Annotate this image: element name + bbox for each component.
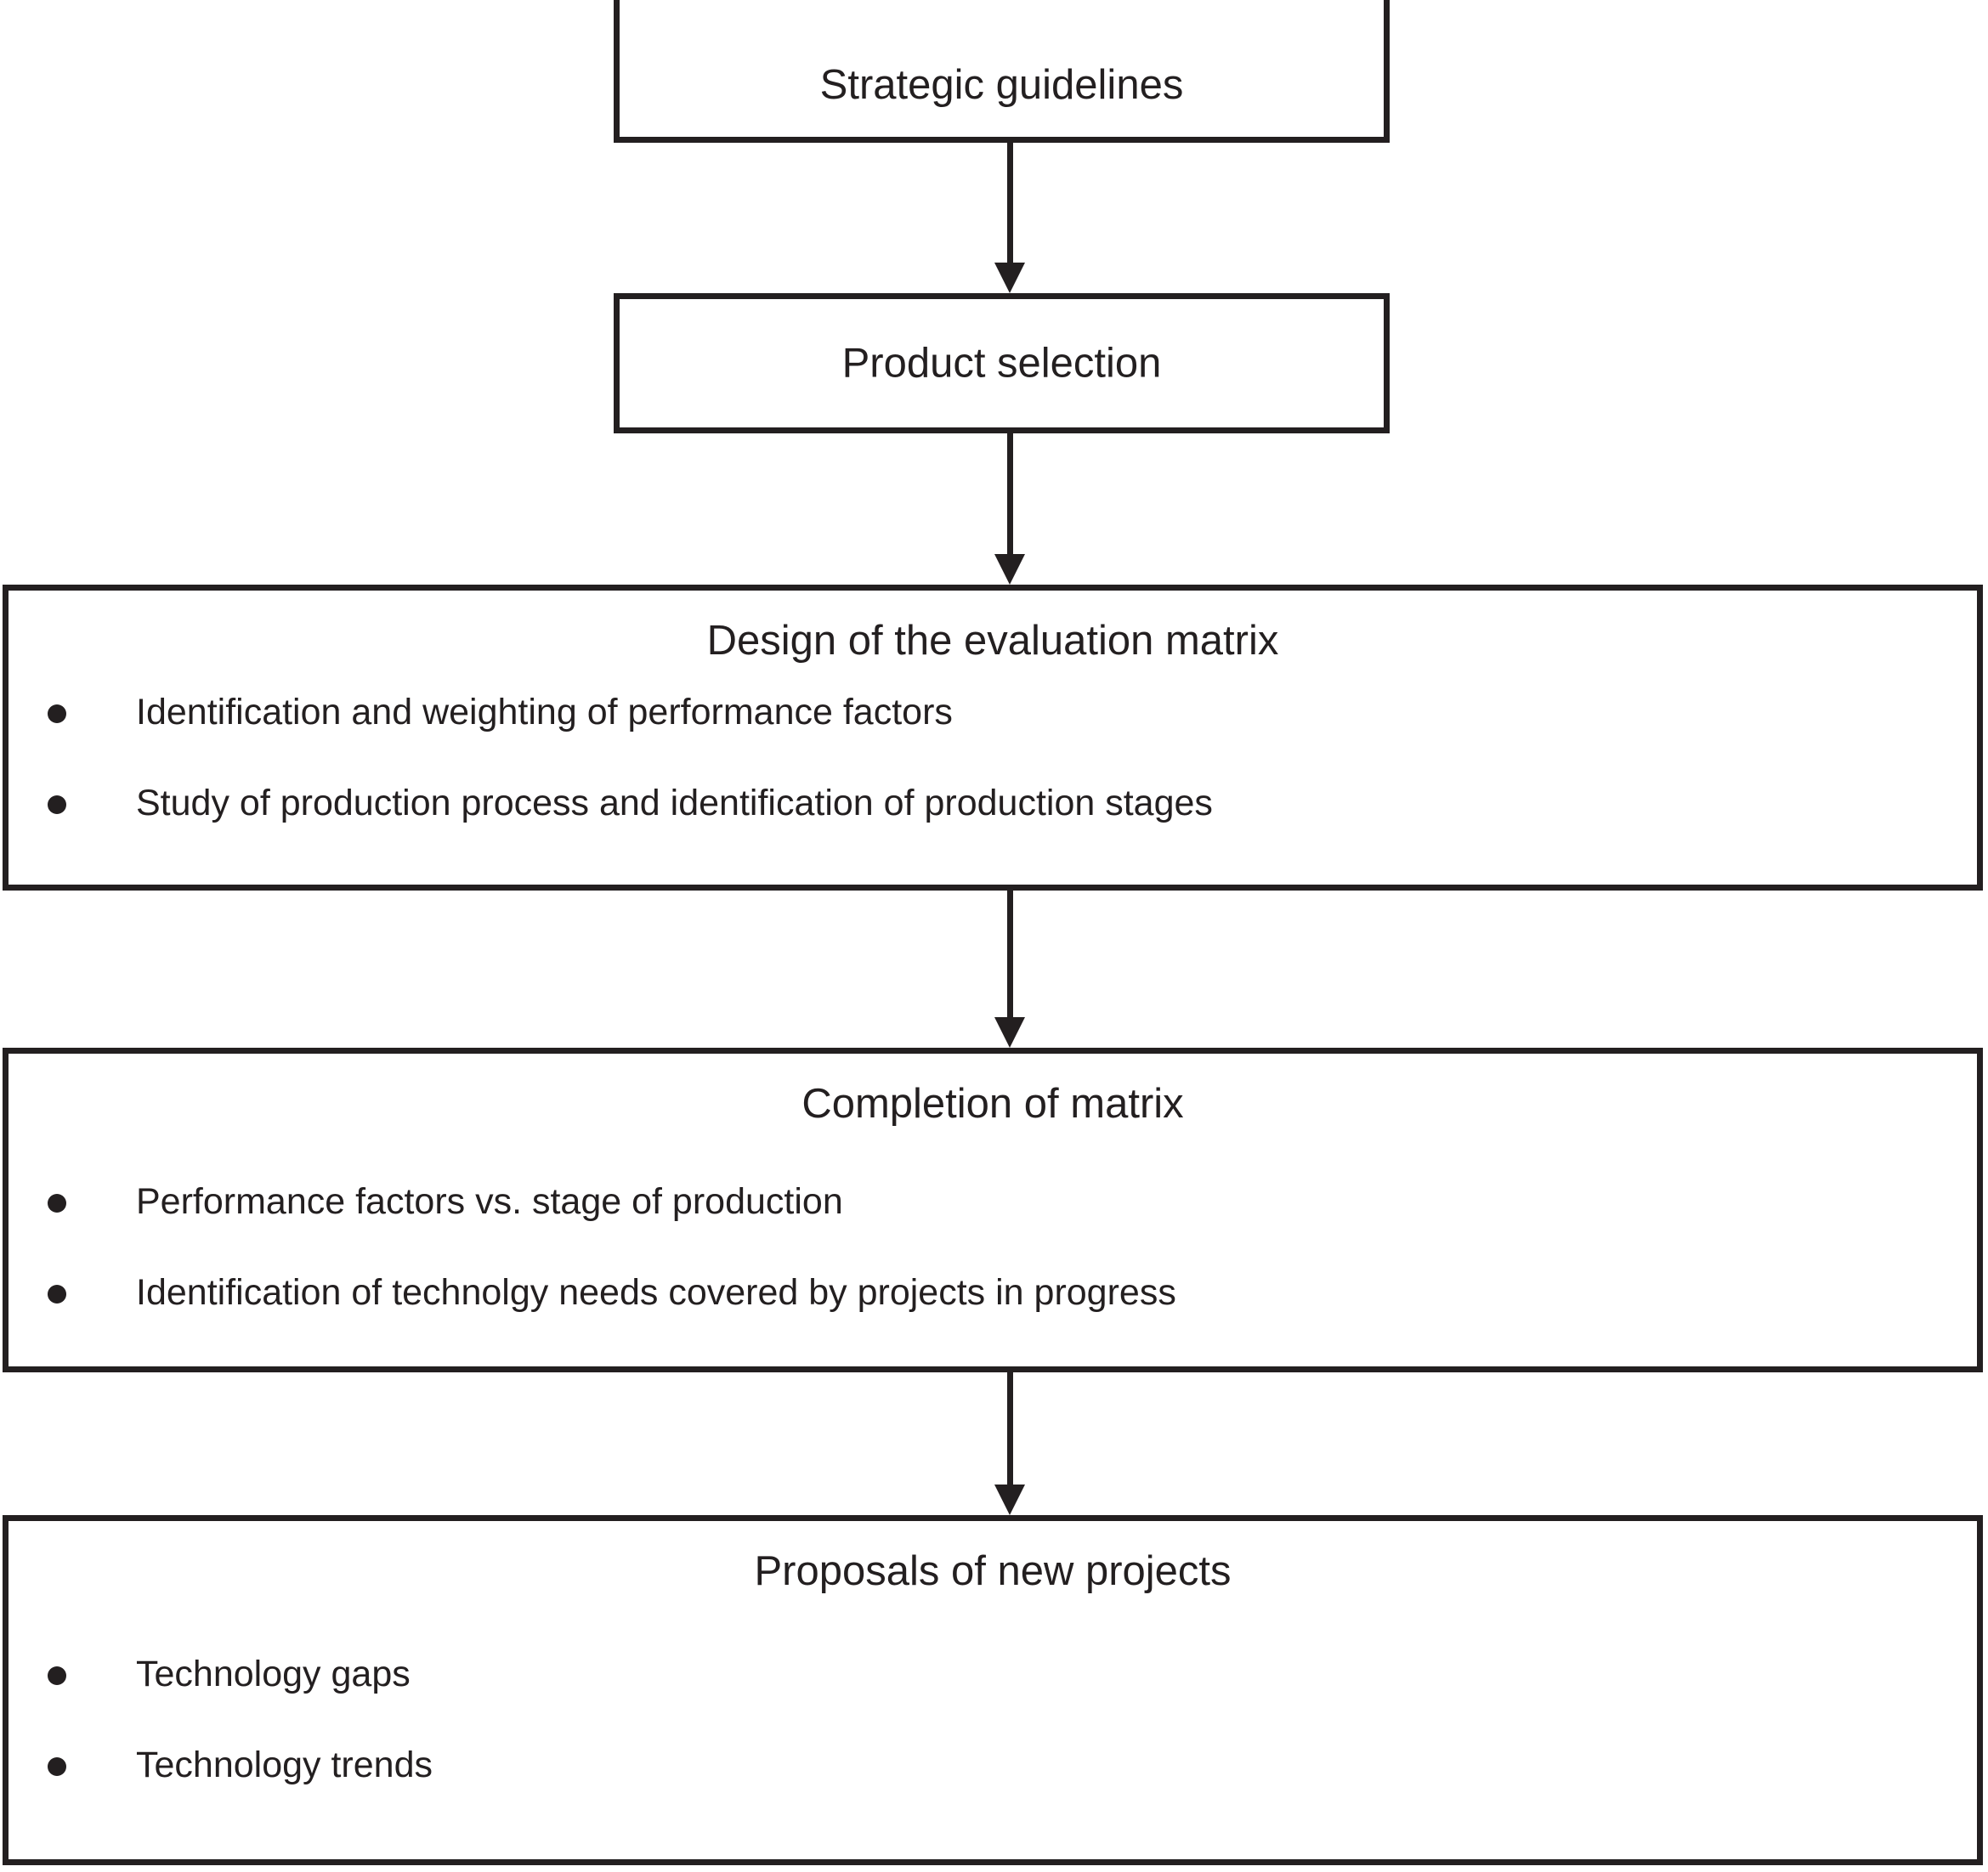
list-item-label: Identification and weighting of performa… — [136, 692, 953, 732]
bullet-dot-icon — [48, 795, 66, 814]
node-design-of-the-evaluation-matrix[interactable]: Design of the evaluation matrix Identifi… — [3, 585, 1983, 891]
list-item-label: Study of production process and identifi… — [136, 783, 1213, 823]
bullet-dot-icon — [48, 1757, 66, 1776]
node-strategic-guidelines[interactable]: Strategic guidelines — [614, 0, 1390, 143]
node-title-completion-of-matrix: Completion of matrix — [801, 1081, 1184, 1127]
arrow-shaft — [1007, 891, 1013, 1017]
bullet-dot-icon — [48, 1666, 66, 1685]
arrow-shaft — [1007, 1372, 1013, 1485]
list-item: Technology gaps — [8, 1656, 1977, 1693]
node-title-strategic-guidelines: Strategic guidelines — [819, 62, 1184, 108]
list-item-label: Technology trends — [136, 1745, 433, 1785]
list-item-label: Performance factors vs. stage of product… — [136, 1181, 843, 1222]
bullet-list-design-of-the-evaluation-matrix: Identification and weighting of performa… — [8, 694, 1977, 822]
node-proposals-of-new-projects[interactable]: Proposals of new projects Technology gap… — [3, 1515, 1983, 1865]
bullet-list-completion-of-matrix: Performance factors vs. stage of product… — [8, 1184, 1977, 1311]
connector-arrow-1 — [994, 143, 1025, 293]
list-item-label: Technology gaps — [136, 1654, 411, 1694]
down-arrow-icon — [994, 554, 1025, 585]
connector-arrow-2 — [994, 433, 1025, 585]
bullet-list-proposals-of-new-projects: Technology gaps Technology trends — [8, 1656, 1977, 1784]
arrow-shaft — [1007, 143, 1013, 263]
node-title-design-of-the-evaluation-matrix: Design of the evaluation matrix — [706, 618, 1279, 664]
down-arrow-icon — [994, 1017, 1025, 1048]
connector-arrow-4 — [994, 1372, 1025, 1515]
list-item: Technology trends — [8, 1747, 1977, 1784]
list-item-label: Identification of technolgy needs covere… — [136, 1272, 1176, 1313]
down-arrow-icon — [994, 263, 1025, 293]
list-item: Performance factors vs. stage of product… — [8, 1184, 1977, 1220]
node-title-product-selection: Product selection — [841, 339, 1162, 386]
list-item: Identification and weighting of performa… — [8, 694, 1977, 731]
bullet-dot-icon — [48, 704, 66, 723]
list-item: Identification of technolgy needs covere… — [8, 1275, 1977, 1311]
bullet-dot-icon — [48, 1194, 66, 1213]
node-product-selection[interactable]: Product selection — [614, 293, 1390, 433]
bullet-dot-icon — [48, 1285, 66, 1304]
node-title-proposals-of-new-projects: Proposals of new projects — [754, 1548, 1232, 1594]
down-arrow-icon — [994, 1485, 1025, 1515]
node-completion-of-matrix[interactable]: Completion of matrix Performance factors… — [3, 1048, 1983, 1372]
list-item: Study of production process and identifi… — [8, 785, 1977, 822]
connector-arrow-3 — [994, 891, 1025, 1048]
arrow-shaft — [1007, 433, 1013, 554]
